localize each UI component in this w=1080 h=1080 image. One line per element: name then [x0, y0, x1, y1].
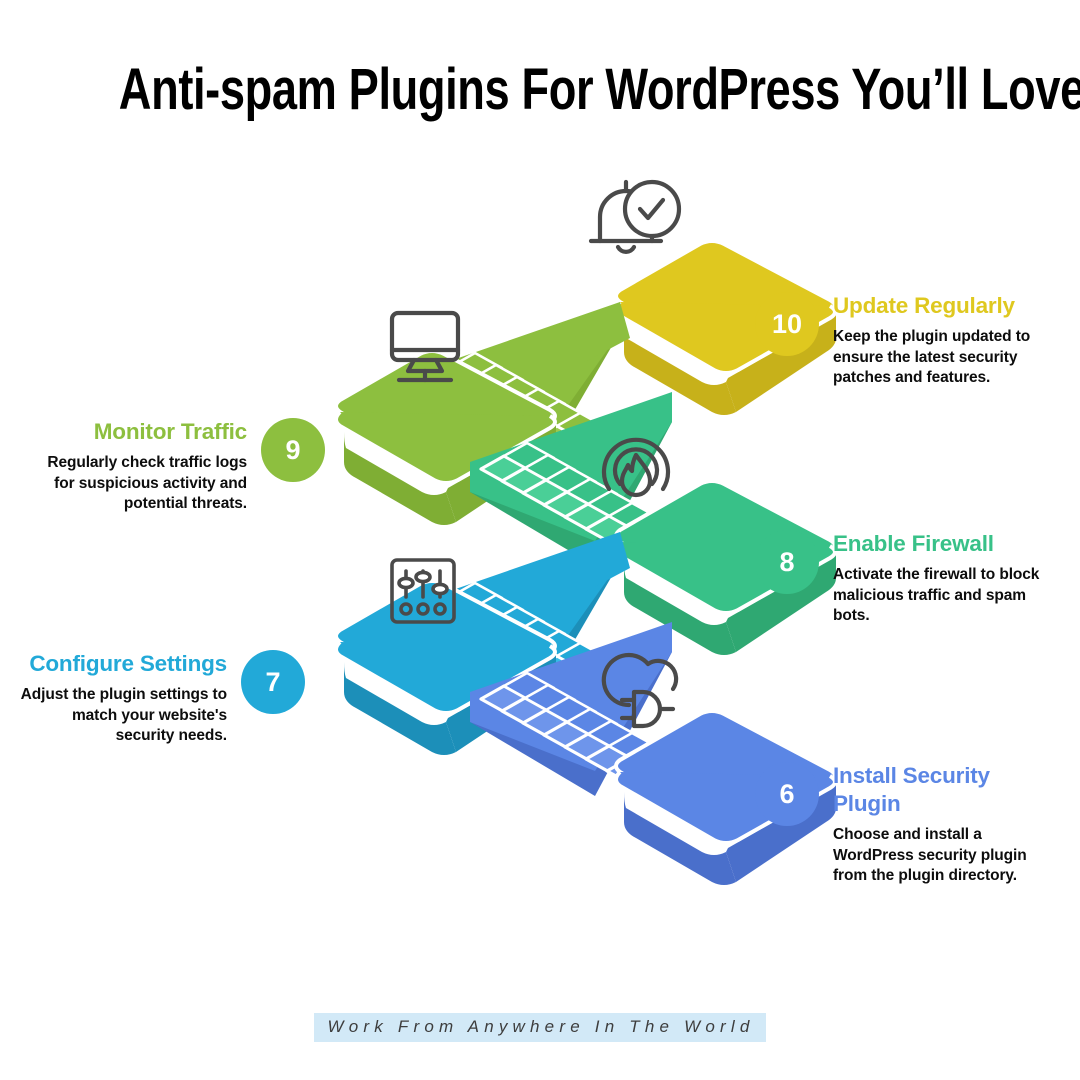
step-copy-9: Monitor Traffic Regularly check traffic … [35, 418, 247, 515]
step-item-6[interactable]: 6 Install Security Plugin Choose and ins… [755, 762, 1045, 887]
step-item-8[interactable]: 8 Enable Firewall Activate the firewall … [755, 530, 1045, 627]
bell-check-icon [588, 179, 682, 254]
step-copy-10: Update Regularly Keep the plugin updated… [833, 292, 1045, 389]
platform-step-9 [334, 349, 557, 525]
step-copy-8: Enable Firewall Activate the firewall to… [833, 530, 1045, 627]
footer-band: Work From Anywhere In The World [0, 1013, 1080, 1042]
step-desc-8: Activate the firewall to block malicious… [833, 566, 1040, 625]
step-title-10: Update Regularly [833, 293, 1015, 318]
step-desc-10: Keep the plugin updated to ensure the la… [833, 328, 1031, 387]
staircase-green [418, 302, 630, 470]
platform-step-7 [334, 579, 557, 755]
step-title-9: Monitor Traffic [93, 419, 247, 444]
cloud-plug-icon [601, 652, 679, 729]
step-item-7[interactable]: Configure Settings Adjust the plugin set… [15, 650, 305, 747]
staircase-blue [470, 622, 682, 796]
step-badge-8: 8 [755, 530, 819, 594]
step-title-8: Enable Firewall [833, 531, 994, 556]
step-desc-9: Regularly check traffic logs for suspici… [47, 454, 247, 513]
step-copy-7: Configure Settings Adjust the plugin set… [15, 650, 228, 747]
step-item-9[interactable]: Monitor Traffic Regularly check traffic … [35, 418, 325, 515]
staircase-cyan [418, 532, 630, 700]
step-title-7: Configure Settings [29, 651, 227, 676]
footer-text: Work From Anywhere In The World [313, 1013, 767, 1042]
step-badge-7: 7 [241, 650, 305, 714]
step-desc-7: Adjust the plugin settings to match your… [20, 686, 227, 745]
step-badge-9: 9 [261, 418, 325, 482]
staircase-emerald [470, 392, 682, 566]
step-title-6: Install Security Plugin [833, 763, 990, 817]
step-badge-6: 6 [755, 762, 819, 826]
step-badge-10: 10 [755, 292, 819, 356]
page-title: Anti-spam Plugins For WordPress You’ll L… [118, 57, 1080, 122]
firewall-flame-icon [601, 437, 671, 498]
sliders-icon [390, 558, 456, 624]
step-desc-6: Choose and install a WordPress security … [833, 826, 1027, 885]
step-copy-6: Install Security Plugin Choose and insta… [833, 762, 1045, 887]
step-item-10[interactable]: 10 Update Regularly Keep the plugin upda… [755, 292, 1045, 389]
monitor-icon [389, 310, 461, 383]
